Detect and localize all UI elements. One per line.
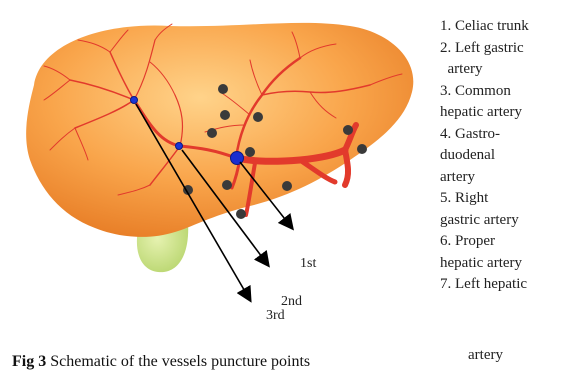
marker-dot — [245, 147, 255, 157]
legend-line: gastric artery — [440, 210, 576, 232]
legend-line: 7. Left hepatic — [440, 274, 576, 296]
marker-dot — [207, 128, 217, 138]
puncture-point-first — [231, 152, 244, 165]
legend-line: 5. Right — [440, 188, 576, 210]
vessel-legend: 1. Celiac trunk 2. Left gastric artery 3… — [440, 16, 576, 296]
marker-dot — [218, 84, 228, 94]
figure-number: Fig 3 — [12, 353, 46, 370]
marker-dot — [236, 209, 246, 219]
puncture-point-second — [176, 143, 183, 150]
legend-line: 2. Left gastric — [440, 38, 576, 60]
legend-line: 1. Celiac trunk — [440, 16, 576, 38]
legend-line: artery — [440, 59, 576, 81]
marker-dot — [220, 110, 230, 120]
puncture-point-third — [131, 97, 138, 104]
arrow-label-first: 1st — [300, 256, 316, 272]
marker-dot — [222, 180, 232, 190]
legend-line: 3. Common — [440, 81, 576, 103]
legend-line: duodenal — [440, 145, 576, 167]
legend-line-tail: artery — [468, 347, 503, 364]
legend-line: 6. Proper — [440, 231, 576, 253]
legend-line: 4. Gastro- — [440, 124, 576, 146]
figure-caption: Fig 3 Schematic of the vessels puncture … — [12, 353, 310, 371]
legend-line: hepatic artery — [440, 253, 576, 275]
figure-caption-text: Schematic of the vessels puncture points — [46, 353, 310, 370]
legend-line: hepatic artery — [440, 102, 576, 124]
legend-line: artery — [440, 167, 576, 189]
liver-diagram — [0, 0, 440, 379]
marker-dot — [357, 144, 367, 154]
arrow-label-third: 3rd — [266, 308, 285, 324]
marker-dot — [343, 125, 353, 135]
marker-dot — [253, 112, 263, 122]
marker-dot — [282, 181, 292, 191]
